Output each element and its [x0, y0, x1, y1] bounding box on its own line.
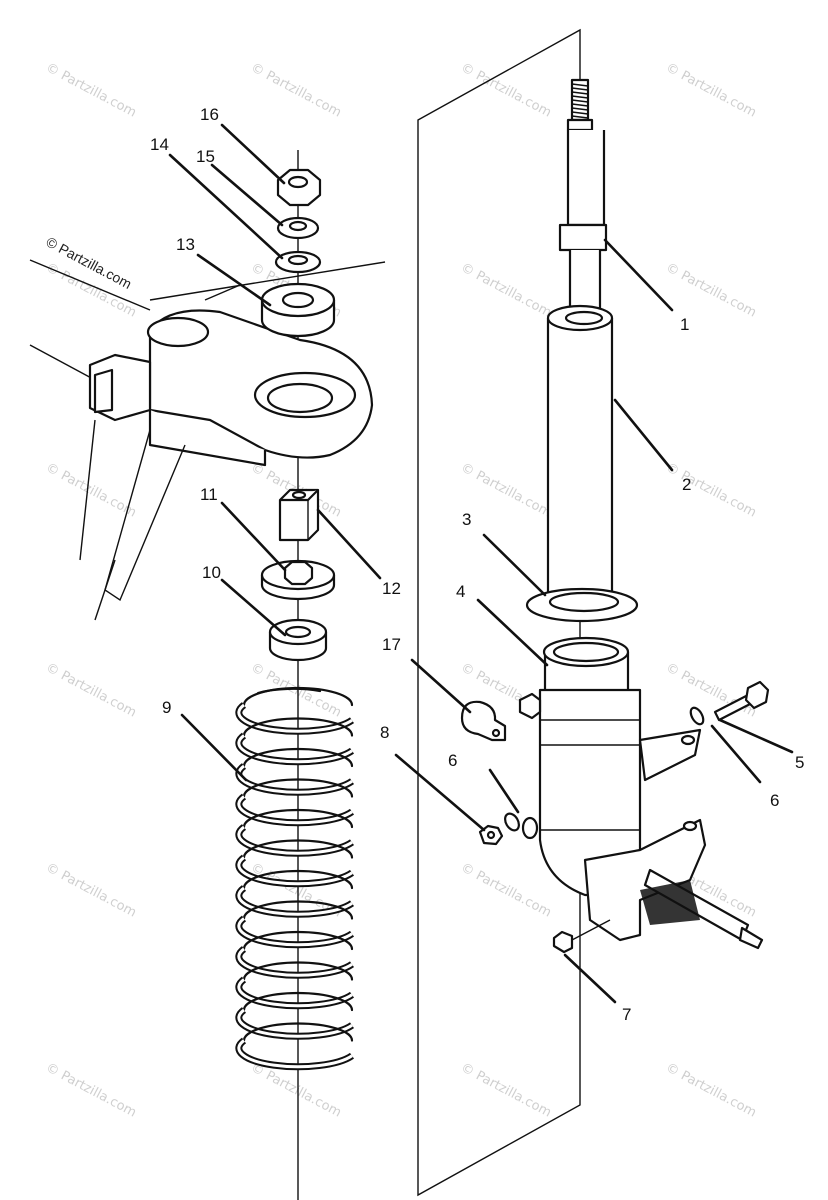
- part-12-square-spacer: [278, 488, 320, 542]
- part-15-washer: [276, 216, 320, 240]
- spring-coil-back: [242, 991, 354, 1012]
- part-4-strut-housing: [518, 636, 764, 950]
- spring-coil-highlight: [237, 1008, 353, 1038]
- spring-coil-highlight: [237, 856, 353, 886]
- thread-line: [571, 87, 589, 91]
- callout-leaders: [168, 123, 794, 1004]
- part-10-bushing: [268, 618, 328, 662]
- callout-14: 14: [150, 135, 169, 154]
- part-13-bushing: [260, 282, 336, 338]
- watermark-text: © Partzilla.com: [663, 660, 759, 720]
- part-1-shock-shaft: [558, 78, 608, 320]
- spring-coil-back: [242, 1022, 354, 1042]
- callout-5: 5: [795, 753, 804, 772]
- thread-line: [571, 91, 589, 95]
- callout-13: 13: [176, 235, 195, 254]
- callout-15: 15: [196, 147, 215, 166]
- spring-coil-highlight: [237, 1039, 353, 1069]
- thread-line: [571, 99, 589, 103]
- thread-line: [571, 95, 589, 99]
- watermark-text: © Partzilla.com: [458, 860, 554, 920]
- spring-coil-highlight: [237, 947, 353, 977]
- watermark-text: © Partzilla.com: [663, 60, 759, 120]
- watermark-text: © Partzilla.com: [43, 660, 139, 720]
- thread-line: [571, 107, 589, 111]
- callout-16: 16: [200, 105, 219, 124]
- watermark-text: © Partzilla.com: [663, 1060, 759, 1120]
- part-17-clamp: [460, 700, 507, 742]
- watermark-text: © Partzilla.com: [43, 860, 139, 920]
- part-8-nut: [478, 824, 504, 846]
- part-6-washer-left: [504, 812, 520, 832]
- watermark-text: © Partzilla.com: [663, 260, 759, 320]
- spring-coil-highlight: [237, 917, 353, 947]
- thread-line: [571, 115, 589, 119]
- part-11-spring-seat: [260, 559, 336, 601]
- part-7-screw: [552, 919, 611, 954]
- spring-coil-highlight: [237, 978, 353, 1008]
- callout-11: 11: [200, 485, 218, 504]
- part-5-bolt: [713, 680, 770, 722]
- watermark-text: © Partzilla.com: [43, 1060, 139, 1120]
- callout-10: 10: [202, 563, 221, 582]
- spring-coil-highlight: [237, 734, 353, 764]
- callout-7: 7: [622, 1005, 631, 1024]
- callout-2: 2: [682, 475, 691, 494]
- spring-coil-back: [242, 747, 354, 768]
- callout-6-right: 6: [770, 791, 779, 810]
- callout-17: 17: [382, 635, 401, 654]
- spring-coil-highlight: [237, 886, 353, 916]
- spring-coil-back: [242, 778, 354, 798]
- spring-coil-highlight: [237, 703, 353, 733]
- callout-8: 8: [380, 723, 389, 742]
- spring-coil-highlight: [237, 795, 353, 825]
- watermark-text: © Partzilla.com: [43, 460, 139, 520]
- watermark-layer: © Partzilla.com © Partzilla.com © Partzill…: [43, 60, 759, 1120]
- watermark-text: © Partzilla.com: [248, 60, 344, 120]
- thread-line: [571, 111, 589, 115]
- callout-labels: 1 2 3 4 5 6 6 7 8 9 10 11 12 13 14 15 16…: [150, 105, 804, 1024]
- spring-coil-highlight: [237, 825, 353, 855]
- watermark-text: © Partzilla.com: [663, 460, 759, 520]
- part-3-seal-washer: [525, 587, 639, 623]
- spring-coil-back: [242, 717, 354, 737]
- callout-1: 1: [680, 315, 689, 334]
- a-arm-bracket: [29, 259, 386, 621]
- thread-line: [571, 103, 589, 107]
- spring-coil-back: [242, 869, 354, 890]
- callout-6-left: 6: [448, 751, 457, 770]
- callout-9: 9: [162, 698, 171, 717]
- part-6-washer-right: [689, 706, 705, 726]
- part-2-shock-body: [546, 304, 614, 614]
- callout-3: 3: [462, 510, 471, 529]
- spring-top-end: [256, 687, 322, 695]
- thread-line: [571, 83, 589, 87]
- spring-coil-back: [242, 930, 354, 951]
- watermark-text: © Partzilla.com: [458, 260, 554, 320]
- part-14-washer: [274, 250, 322, 274]
- spring-coil-back: [242, 839, 354, 859]
- watermark-text: © Partzilla.com: [43, 60, 139, 120]
- spring-coil-back: [242, 808, 354, 829]
- callout-12: 12: [382, 579, 401, 598]
- spring-coil-back: [242, 961, 354, 981]
- spring-coil-back: [242, 900, 354, 920]
- watermark-text: © Partzilla.com: [458, 460, 554, 520]
- part-9-coil-spring: [235, 686, 355, 1071]
- part-16-hex-nut: [276, 168, 322, 207]
- watermark-text: © Partzilla.com: [458, 1060, 554, 1120]
- callout-4: 4: [456, 582, 465, 601]
